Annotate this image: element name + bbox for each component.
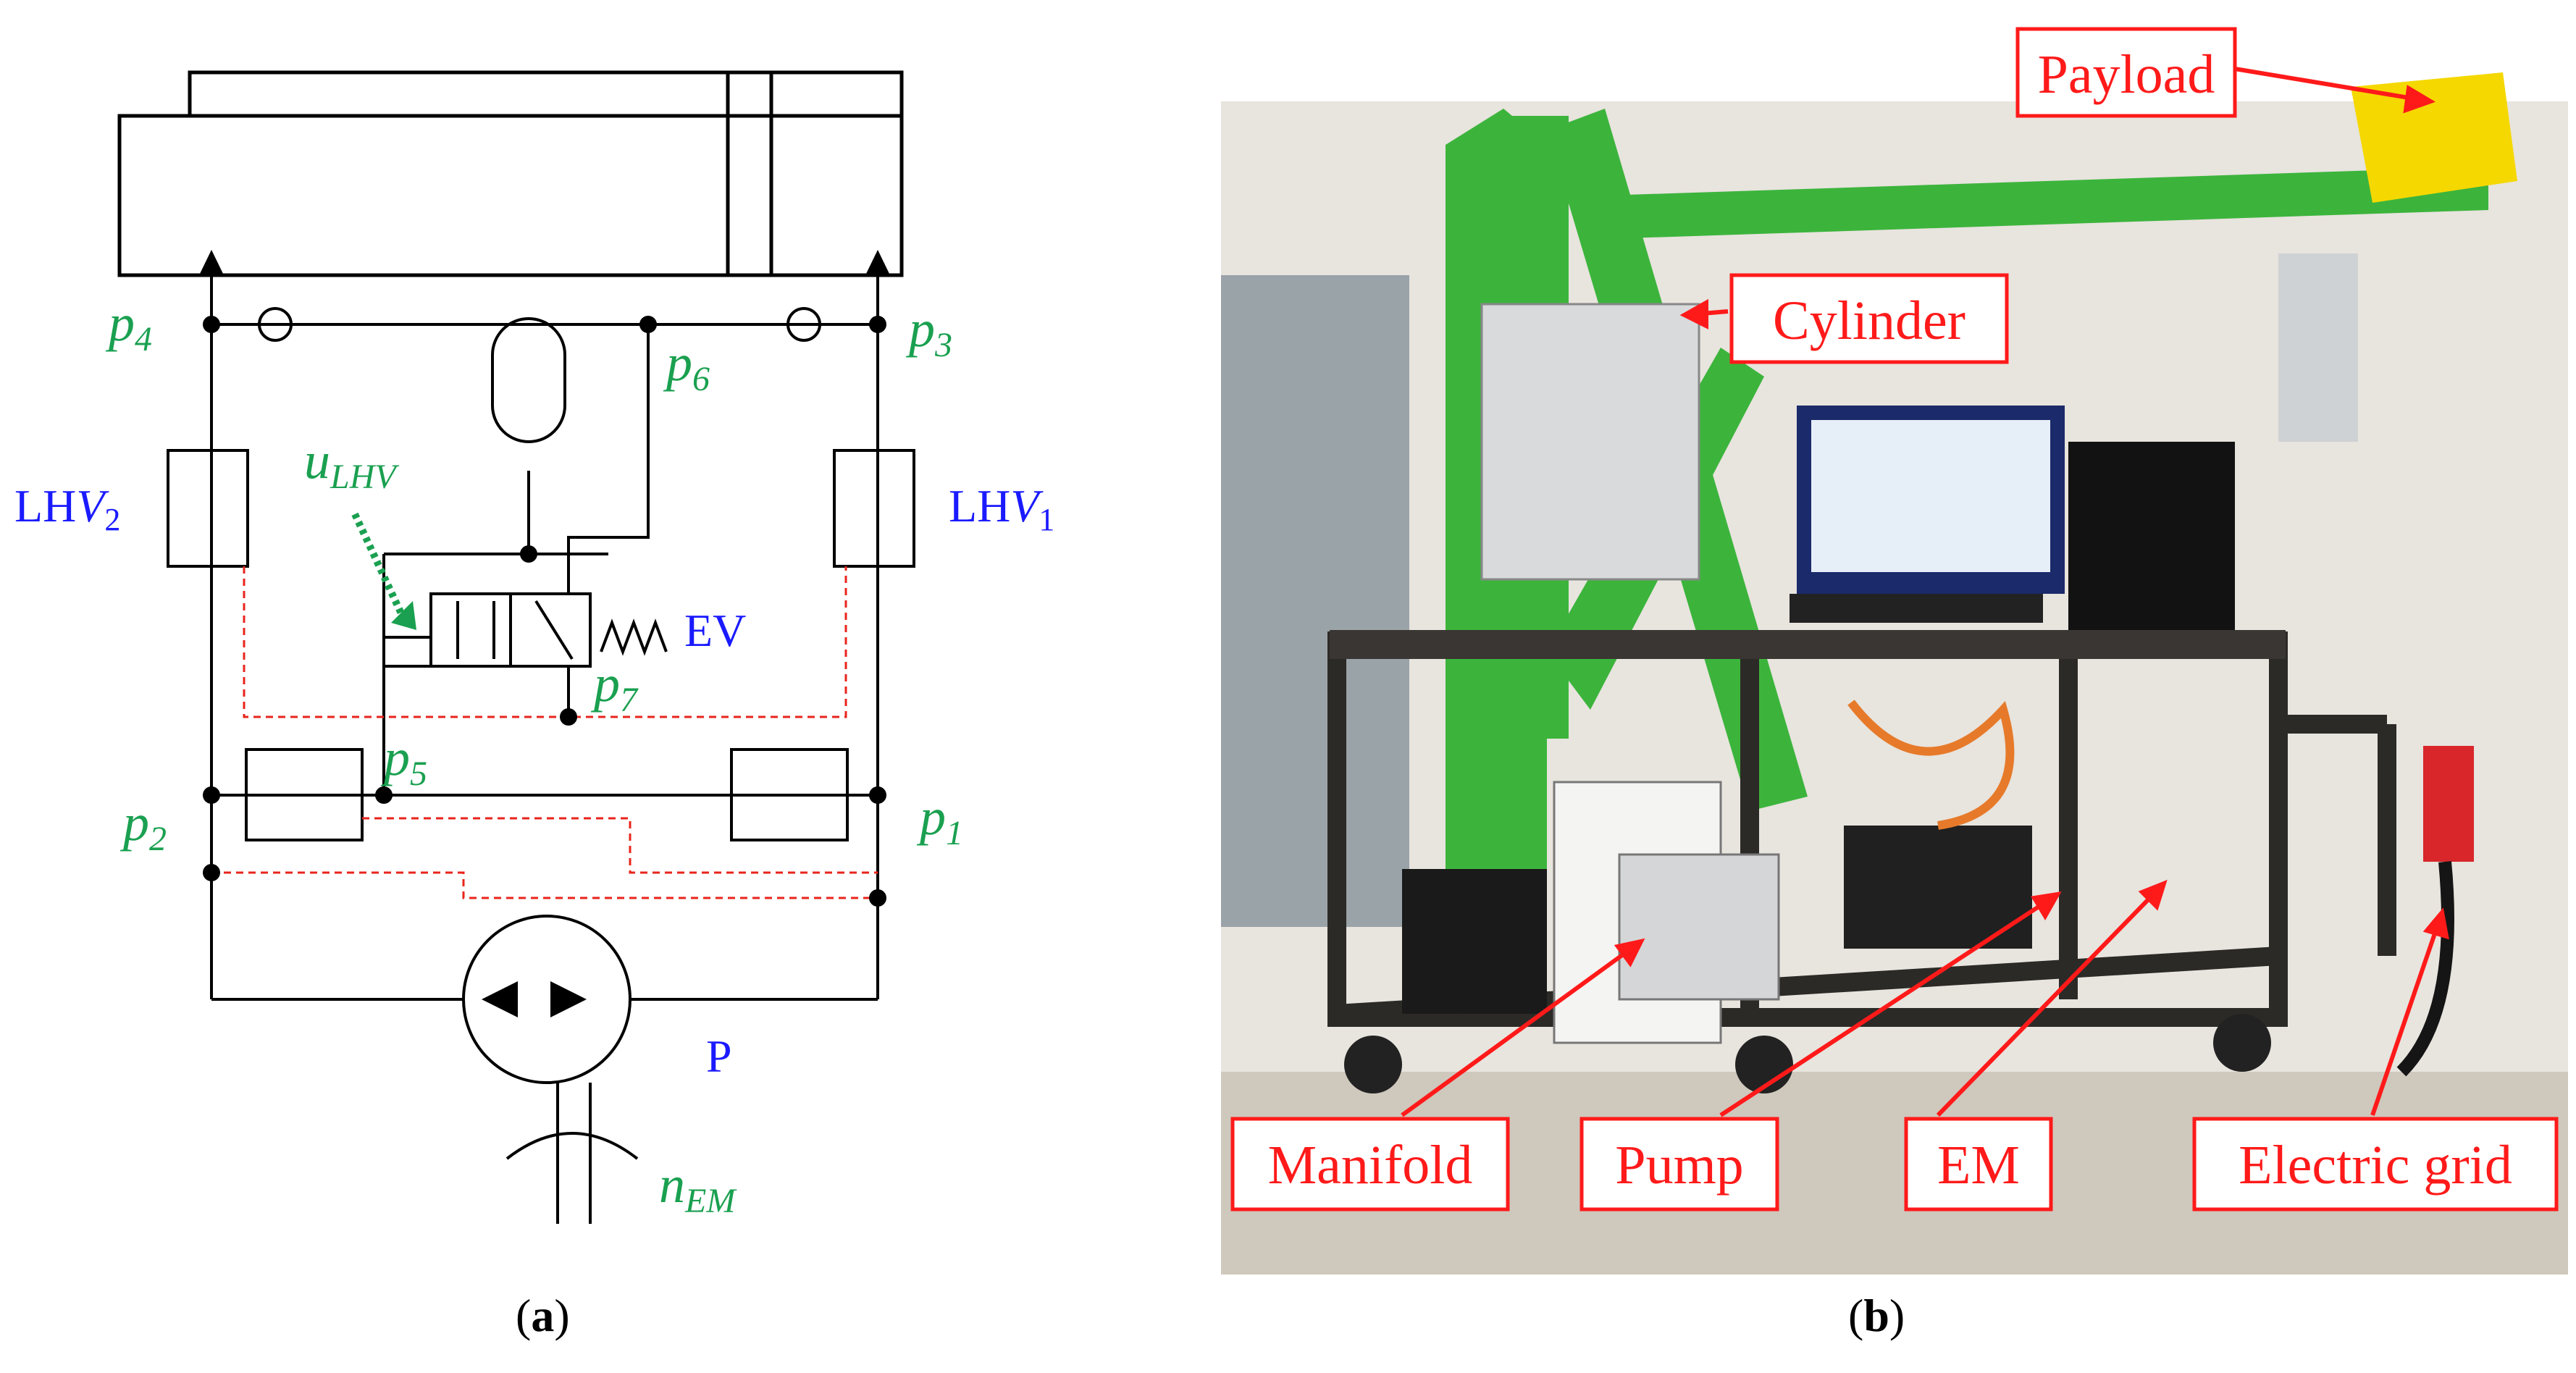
callout-em: EM: [1937, 1135, 2020, 1196]
callout-em-box: [1904, 1117, 2053, 1212]
monitor-screen: [1811, 420, 2050, 572]
u-lhv-arrow: [351, 512, 409, 625]
pc-tower: [2068, 442, 2235, 659]
label-p2: p2: [119, 794, 167, 858]
caption-a: (a): [516, 1290, 570, 1341]
junction-p2: [203, 786, 220, 804]
wheel-left: [1344, 1036, 1402, 1093]
lhv1-box: [833, 449, 915, 568]
junction-left-bottom: [203, 864, 220, 881]
manifold-block: [1618, 853, 1780, 1001]
callout-cylinder-box: [1729, 273, 2009, 364]
line-p6-down: [567, 324, 650, 594]
ev-valve-box-right: [509, 592, 592, 668]
keyboard: [1790, 594, 2043, 623]
u-lhv-arrowhead: [391, 601, 416, 630]
hydraulic-schematic: p4 p3 p6 p7 p5 p2 p1 uLHV nEM LHV2 LHV1 …: [14, 70, 1054, 1224]
label-p4: p4: [105, 294, 152, 358]
ev-arrow-3: [534, 600, 574, 660]
lhv2-box: [167, 449, 249, 568]
callout-grid-box: [2192, 1117, 2559, 1212]
junction-p1: [869, 786, 886, 804]
pump-triangle-2: [550, 981, 587, 1017]
junction-p6: [639, 316, 657, 333]
label-n-em: nEM: [659, 1156, 737, 1220]
label-p1: p1: [916, 788, 963, 852]
ev-solenoid: [382, 636, 432, 668]
junction-p5: [375, 786, 393, 804]
accumulator: [491, 317, 566, 443]
pilot-lines: [211, 566, 878, 899]
vent-panel: [2278, 253, 2358, 442]
ev-spring: [600, 618, 668, 656]
label-p6: p6: [663, 334, 710, 398]
junction-right-bottom: [869, 889, 886, 907]
label-lhv2: LHV2: [14, 480, 120, 537]
test-rig-photo: Payload Cylinder Manifold Pump EM Electr…: [1214, 0, 2576, 1275]
port-triangle-right: [865, 250, 890, 275]
check-valve-top-right: [786, 307, 821, 342]
callout-payload-box: [2015, 27, 2237, 118]
rotation-arrow: [505, 1132, 639, 1160]
grid-cable: [2396, 861, 2454, 1077]
ev-valve-box-left: [429, 592, 512, 668]
callout-payload: Payload: [2038, 44, 2215, 105]
label-lhv1: LHV1: [949, 480, 1054, 537]
junction-p4: [203, 316, 220, 333]
callout-manifold-box: [1230, 1117, 1510, 1212]
orange-cables: [1847, 700, 2015, 830]
callout-cylinder: Cylinder: [1773, 290, 1965, 351]
wheel-right: [2213, 1014, 2271, 1072]
callout-arrows: [1401, 67, 2449, 1117]
control-cabinet: [1480, 303, 1700, 581]
junction-acc: [520, 545, 537, 563]
motor: [1402, 869, 1547, 1014]
callout-pump: Pump: [1615, 1135, 1743, 1196]
red-plug: [2423, 746, 2474, 862]
callout-pump-box: [1579, 1117, 1779, 1212]
caption-b: (b): [1848, 1290, 1905, 1341]
check-valve-top-left: [258, 307, 293, 342]
cylinder-rod-top: [188, 70, 904, 116]
cylinder-body: [117, 114, 904, 277]
label-u-lhv: uLHV: [304, 432, 399, 496]
callout-electric-grid: Electric grid: [2239, 1135, 2512, 1196]
label-p7: p7: [590, 655, 639, 719]
callout-manifold: Manifold: [1268, 1135, 1473, 1196]
label-p3: p3: [905, 300, 952, 364]
label-p5: p5: [380, 729, 427, 793]
junction-p3: [869, 316, 886, 333]
left-equipment: [1221, 275, 1409, 927]
electric-motor: [1844, 826, 2032, 949]
table-top: [1330, 630, 2286, 659]
label-ev: EV: [684, 605, 746, 656]
port-triangle-left: [199, 250, 224, 275]
pump-triangle-1: [482, 981, 518, 1017]
payload-box: [2351, 72, 2517, 203]
junction-p7: [560, 708, 577, 726]
label-pump: P: [706, 1030, 732, 1082]
